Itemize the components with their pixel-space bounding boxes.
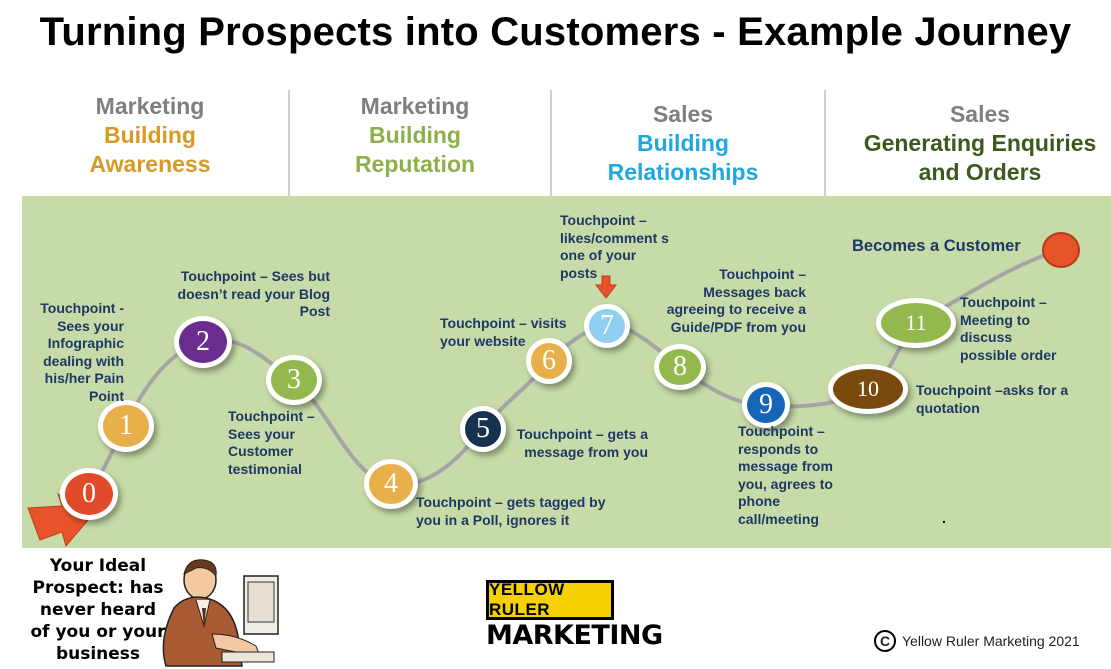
page-title: Turning Prospects into Customers - Examp… [39, 10, 1072, 54]
customer-node [1042, 232, 1080, 268]
customer-label: Becomes a Customer [852, 237, 1021, 255]
journey-node-5: 5 [460, 406, 506, 452]
copyright-icon: C [874, 630, 896, 652]
journey-node-10: 10 [828, 364, 908, 414]
stage-divider [288, 90, 290, 196]
stage-2-kind: Marketing [360, 93, 470, 119]
journey-node-6: 6 [526, 338, 572, 384]
stage-4-line3: and Orders [918, 159, 1042, 185]
stage-1-line2: Building [104, 122, 196, 148]
stage-1-kind: Marketing [95, 93, 205, 119]
journey-node-1: 1 [98, 400, 154, 452]
stage-2-line3: Reputation [354, 151, 476, 177]
prospect-label: Your Ideal Prospect: has never heard of … [30, 556, 166, 664]
touchpoint-5-text: Touchpoint – gets a message from you [516, 426, 648, 460]
touchpoint-4-text: Touchpoint – gets tagged by you in a Pol… [416, 494, 606, 528]
journey-node-9: 9 [742, 382, 790, 428]
node-label: 10 [857, 376, 879, 401]
node-label: 7 [600, 310, 614, 341]
touchpoint-1-text: Touchpoint - Sees your Infographic deali… [40, 300, 124, 404]
stage-2-line2: Building [369, 122, 461, 148]
touchpoint-8-text: Touchpoint – Messages back agreeing to r… [666, 266, 806, 335]
journey-node-11: 11 [876, 298, 956, 348]
journey-node-8: 8 [654, 344, 706, 390]
stage-1-line3: Awareness [89, 151, 211, 177]
touchpoint-11-text: Touchpoint – Meeting to discuss possible… [960, 294, 1057, 363]
node-label: 3 [287, 364, 301, 395]
stage-header-2: Marketing Building Reputation [290, 92, 540, 196]
node-label: 4 [384, 468, 398, 499]
company-logo: YELLOW RULER MARKETING [486, 580, 663, 652]
touchpoint-7-text: Touchpoint – likes/comment s one of your… [560, 212, 669, 281]
node-label: 5 [476, 413, 490, 444]
stage-4-line2: Generating Enquiries [863, 130, 1097, 156]
node-label: 9 [759, 389, 773, 420]
stage-divider [824, 90, 826, 196]
touchpoint-3-text: Touchpoint – Sees your Customer testimon… [228, 408, 315, 477]
stage-3-line2: Building [637, 130, 729, 156]
stage-3-line3: Relationships [607, 159, 759, 185]
stage-3-kind: Sales [652, 101, 714, 127]
node-label: 0 [82, 478, 96, 509]
copyright-text: Yellow Ruler Marketing 2021 [902, 633, 1080, 649]
person-at-computer-icon [162, 559, 279, 667]
touchpoint-6-text: Touchpoint – visits your website [440, 315, 567, 349]
journey-node-2: 2 [174, 316, 232, 368]
stage-header-4: Sales Generating Enquiries and Orders [846, 100, 1111, 204]
journey-node-3: 3 [266, 355, 322, 405]
stage-divider [550, 90, 552, 196]
stage-4-kind: Sales [949, 101, 1011, 127]
journey-node-4: 4 [364, 459, 418, 509]
node-label: 11 [905, 310, 927, 335]
down-arrow-icon [594, 275, 618, 299]
node-label: 1 [119, 410, 133, 441]
node-label: 2 [196, 326, 210, 357]
stray-dot: . [942, 510, 946, 526]
stage-header-3: Sales Building Relationships [552, 100, 814, 204]
copyright-notice: C Yellow Ruler Marketing 2021 [874, 630, 1080, 652]
stage-header-1: Marketing Building Awareness [22, 92, 278, 196]
node-label: 8 [673, 351, 687, 382]
node-label: 6 [542, 345, 556, 376]
journey-node-0: 0 [60, 468, 118, 520]
touchpoint-10-text: Touchpoint –asks for a quotation [916, 382, 1069, 416]
journey-node-7: 7 [584, 304, 630, 348]
logo-top-text: YELLOW RULER [486, 580, 614, 620]
touchpoint-2-text: Touchpoint – Sees but doesn’t read your … [177, 268, 330, 319]
touchpoint-9-text: Touchpoint – responds to message from yo… [738, 423, 833, 527]
logo-bottom-text: MARKETING [486, 620, 663, 651]
